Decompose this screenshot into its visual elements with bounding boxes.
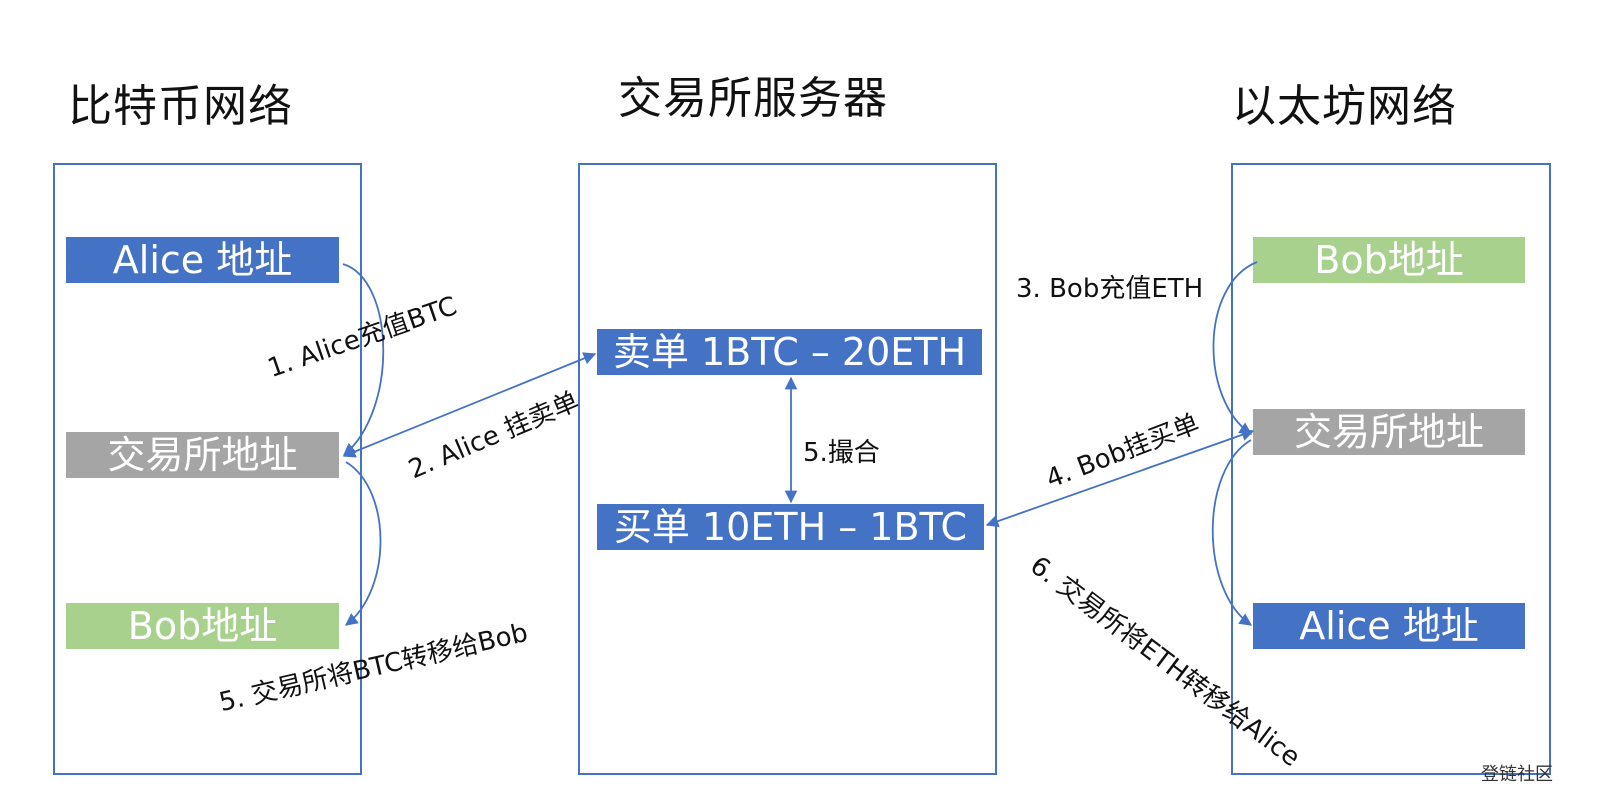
- title-exchange-server: 交易所服务器: [618, 73, 888, 124]
- sell-order-box: 卖单 1BTC – 20ETH: [597, 329, 982, 375]
- arrow-alice-deposit-btc: [342, 263, 385, 456]
- eth-bob-address-box: Bob地址: [1253, 237, 1525, 283]
- btc-bob-address-box: Bob地址: [66, 603, 339, 649]
- eth-alice-address-box: Alice 地址: [1253, 603, 1525, 649]
- title-btc-network: 比特币网络: [68, 81, 293, 132]
- eth-exchange-address-box: 交易所地址: [1253, 409, 1525, 455]
- step-5-match-label: 5.撮合: [803, 438, 880, 468]
- title-eth-network: 以太坊网络: [1232, 81, 1457, 132]
- buy-order-box: 买单 10ETH – 1BTC: [597, 504, 984, 550]
- btc-alice-address-box: Alice 地址: [66, 237, 339, 283]
- step-3-label: 3. Bob充值ETH: [1016, 274, 1204, 304]
- btc-exchange-address-box: 交易所地址: [66, 432, 339, 478]
- arrow-bob-deposit-eth: [1212, 261, 1258, 435]
- watermark: 登链社区: [1481, 764, 1553, 785]
- arrow-bob-buy-order: [985, 428, 1255, 528]
- arrow-eth-to-alice: [1211, 439, 1253, 626]
- arrow-btc-to-bob: [344, 461, 382, 626]
- arrow-alice-sell-order: [342, 352, 597, 458]
